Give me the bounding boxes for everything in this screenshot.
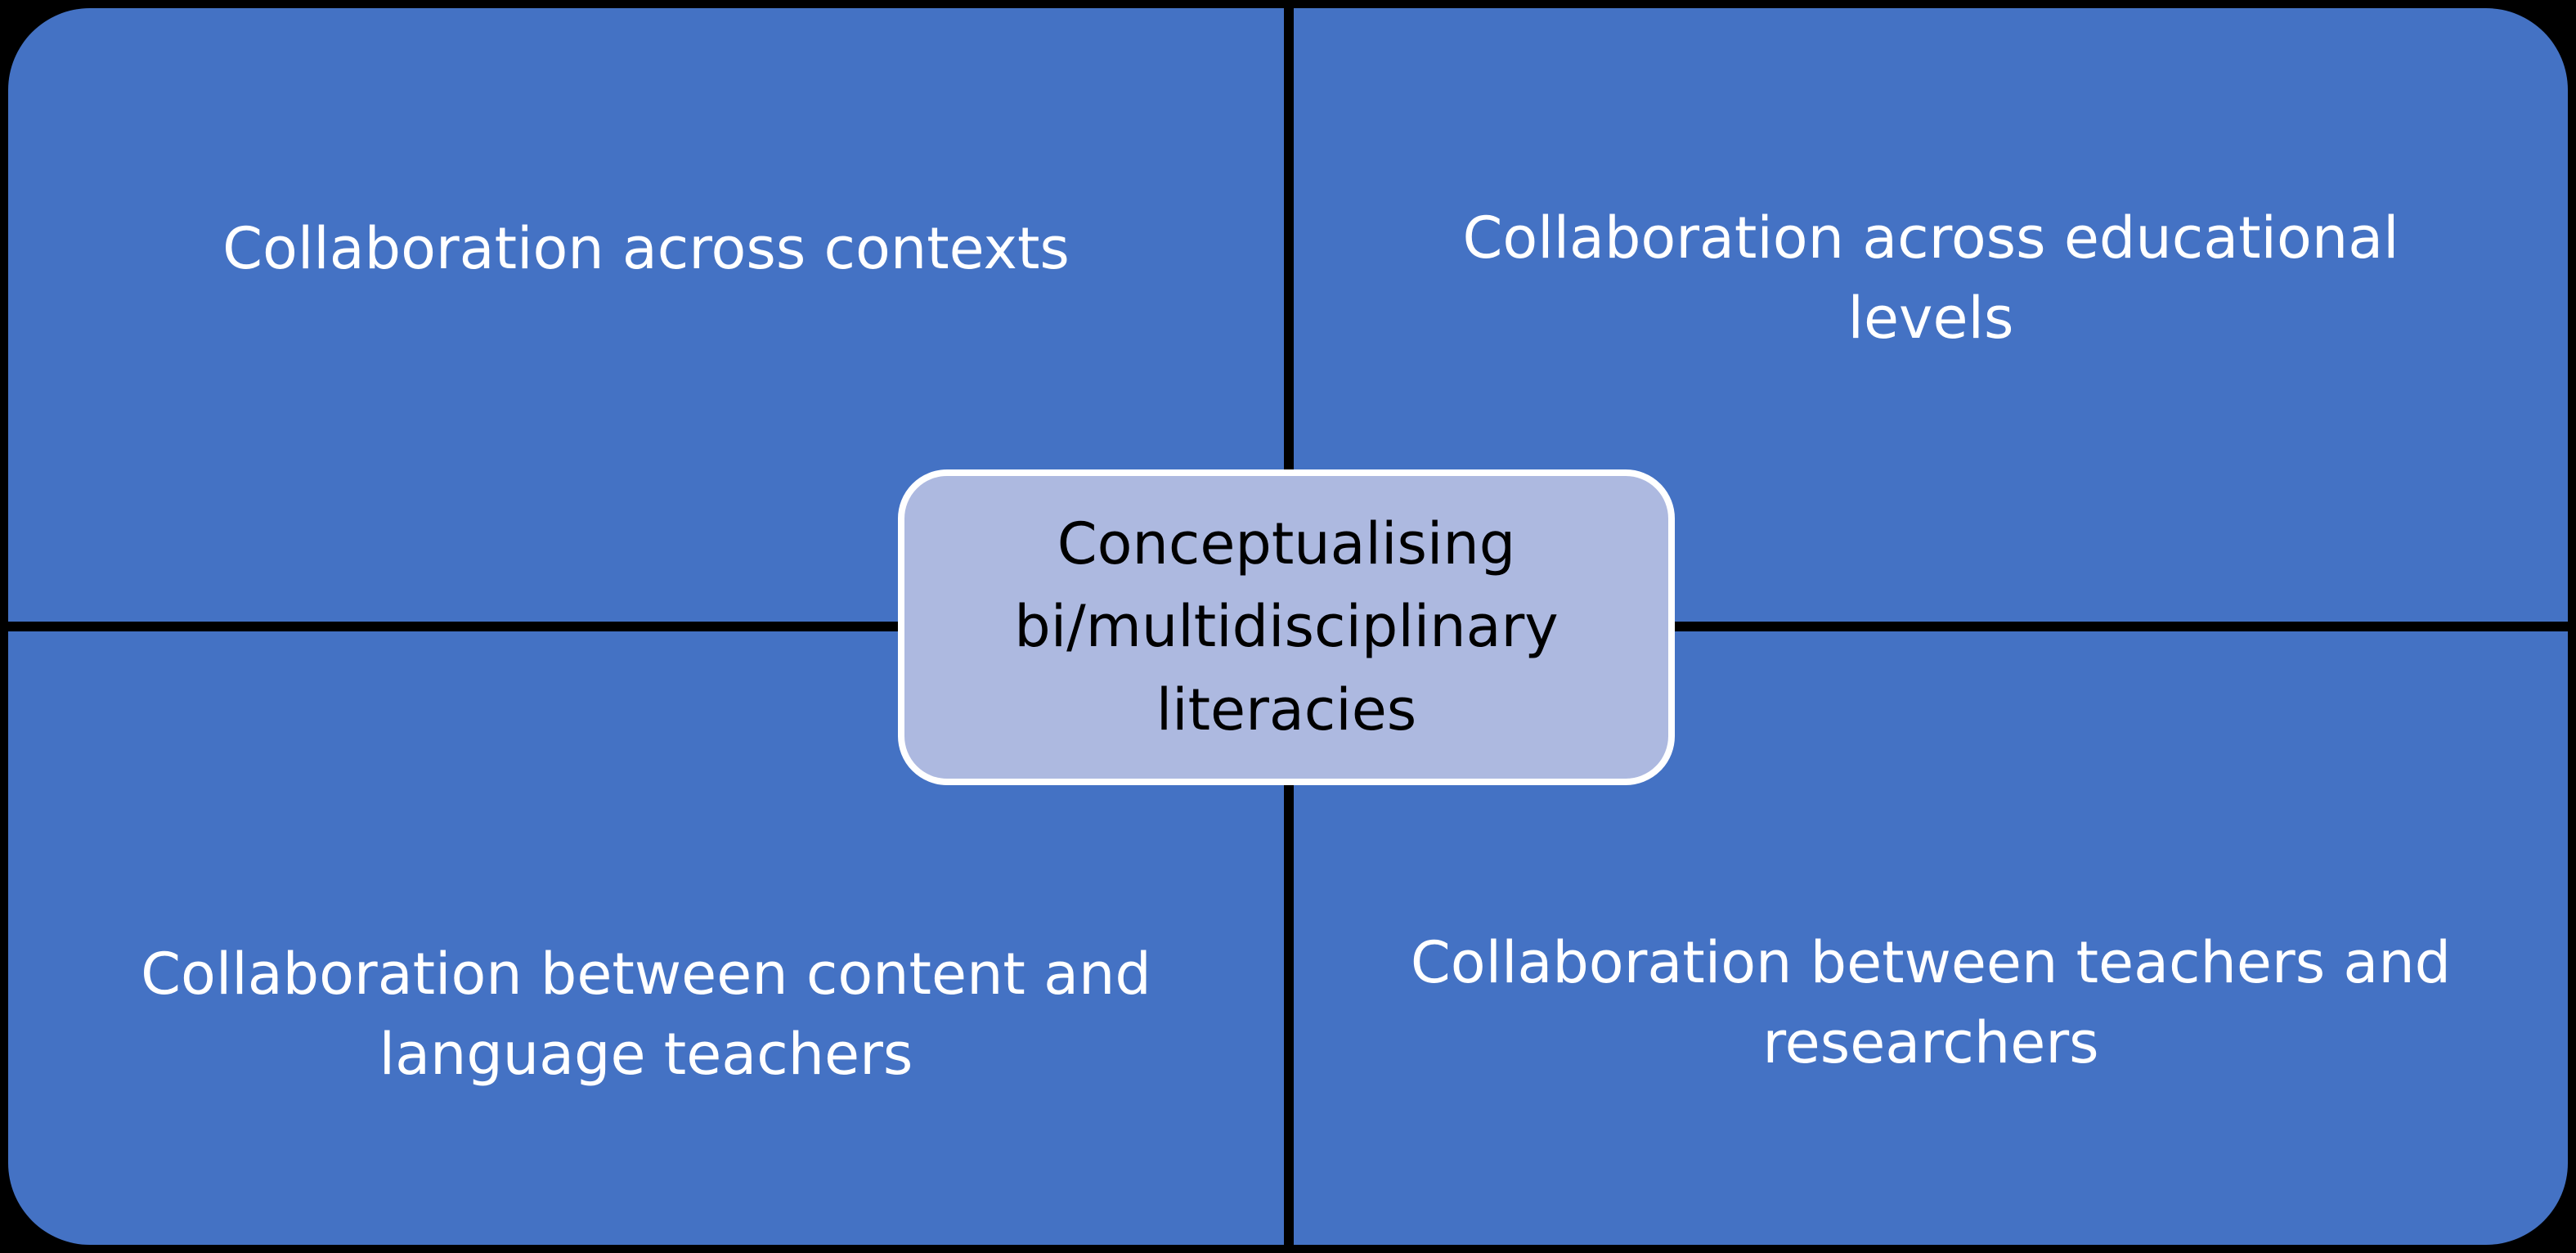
quadrant-label-teachers-researchers: Collaboration between teachers and resea… (1410, 929, 2452, 1076)
center-concept-label: Conceptualising bi/multidisciplinary lit… (1014, 510, 1559, 743)
center-concept-box: Conceptualising bi/multidisciplinary lit… (898, 469, 1675, 785)
quadrant-label-contexts: Collaboration across contexts (222, 215, 1070, 282)
quadrant-label-educational-levels: Collaboration across educational levels (1462, 204, 2399, 352)
quadrant-top-left: Collaboration across contexts (8, 8, 1284, 622)
quadrant-label-content-language-teachers: Collaboration between content and langua… (141, 941, 1151, 1088)
quadrant-bottom-left: Collaboration between content and langua… (8, 631, 1284, 1245)
